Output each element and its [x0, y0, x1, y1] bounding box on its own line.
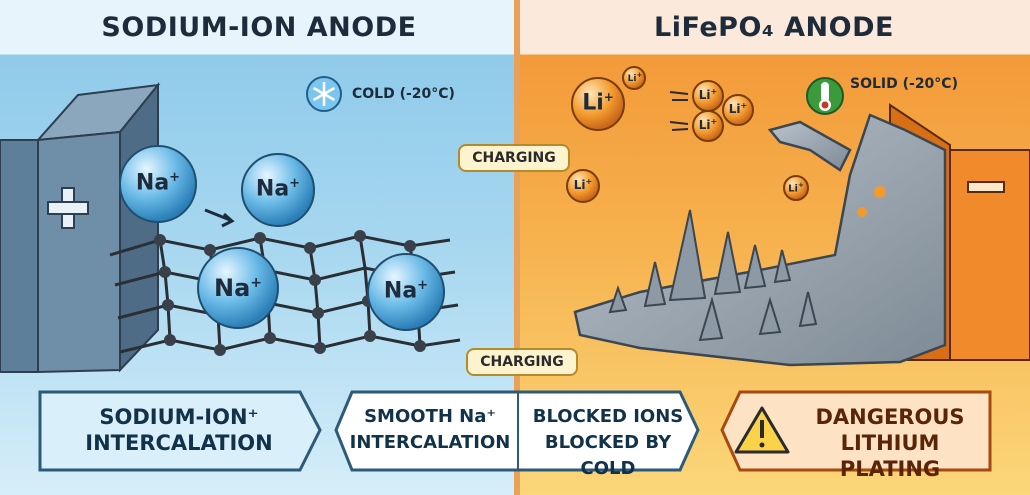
na-ion-label-3: Na+ [213, 274, 262, 302]
blocked-line2: BLOCKED BY COLD [544, 432, 672, 479]
solid-temperature-label: SOLID (-20°C) [850, 76, 958, 92]
snowflake-icon [306, 76, 342, 112]
sodium-callout-line2: INTERCALATION [85, 431, 273, 455]
lithium-dendrite-mass [573, 113, 947, 367]
charging-label-bottom: CHARGING [466, 348, 578, 376]
thermometer-icon [806, 77, 844, 115]
li-ions [566, 66, 809, 203]
lithium-plating-callout [720, 390, 992, 472]
panel-divider [514, 0, 520, 495]
charging-label-top: CHARGING [458, 144, 570, 172]
positive-terminal-sign: + [44, 186, 92, 187]
negative-terminal-sign: − [966, 166, 1006, 167]
na-ions [119, 145, 445, 331]
plating-line2: LITHIUM PLATING [839, 431, 941, 481]
li-ion-label-6: Li+ [573, 177, 593, 192]
arrow-icon [204, 208, 231, 222]
smooth-intercalation-text: SMOOTH Na⁺ INTERCALATION [344, 404, 516, 456]
warning-icon [734, 406, 790, 454]
cold-temperature-label: COLD (-20°C) [352, 86, 455, 102]
li-motion-lines [669, 91, 689, 131]
li-ion-label-7: Li+ [788, 181, 804, 195]
lithium-plating-callout-text: DANGEROUS LITHIUM PLATING [790, 404, 990, 482]
positive-electrode [0, 82, 161, 374]
plating-line1: DANGEROUS [815, 405, 965, 429]
li-ion-label-1: Li+ [582, 90, 614, 116]
li-ion-label-5: Li+ [698, 117, 718, 132]
sodium-ion-title: SODIUM-ION ANODE [101, 12, 417, 43]
na-ion-label-2: Na+ [255, 176, 301, 202]
blocked-line1: BLOCKED IONS [532, 406, 684, 427]
sodium-callout-line1: SODIUM-ION⁺ [99, 405, 259, 429]
li-ion-label-3: Li+ [698, 87, 718, 102]
dendrite-spikes [608, 209, 818, 342]
na-ion-label-1: Na+ [135, 170, 181, 196]
na-ion-label-4: Na+ [383, 278, 429, 304]
lifepo4-title: LiFePO₄ ANODE [654, 12, 894, 43]
blocked-ions-text: BLOCKED IONS BLOCKED BY COLD [520, 404, 696, 482]
sodium-ion-callout-text: SODIUM-ION⁺ INTERCALATION [44, 404, 314, 456]
sodium-ion-callout [38, 390, 322, 472]
li-ion-label-2: Li+ [627, 71, 643, 84]
smooth-line2: INTERCALATION [349, 432, 511, 453]
lattice-nodes [154, 230, 426, 356]
li-ion-label-4: Li+ [728, 101, 748, 116]
smooth-line1: SMOOTH Na⁺ [364, 406, 496, 427]
